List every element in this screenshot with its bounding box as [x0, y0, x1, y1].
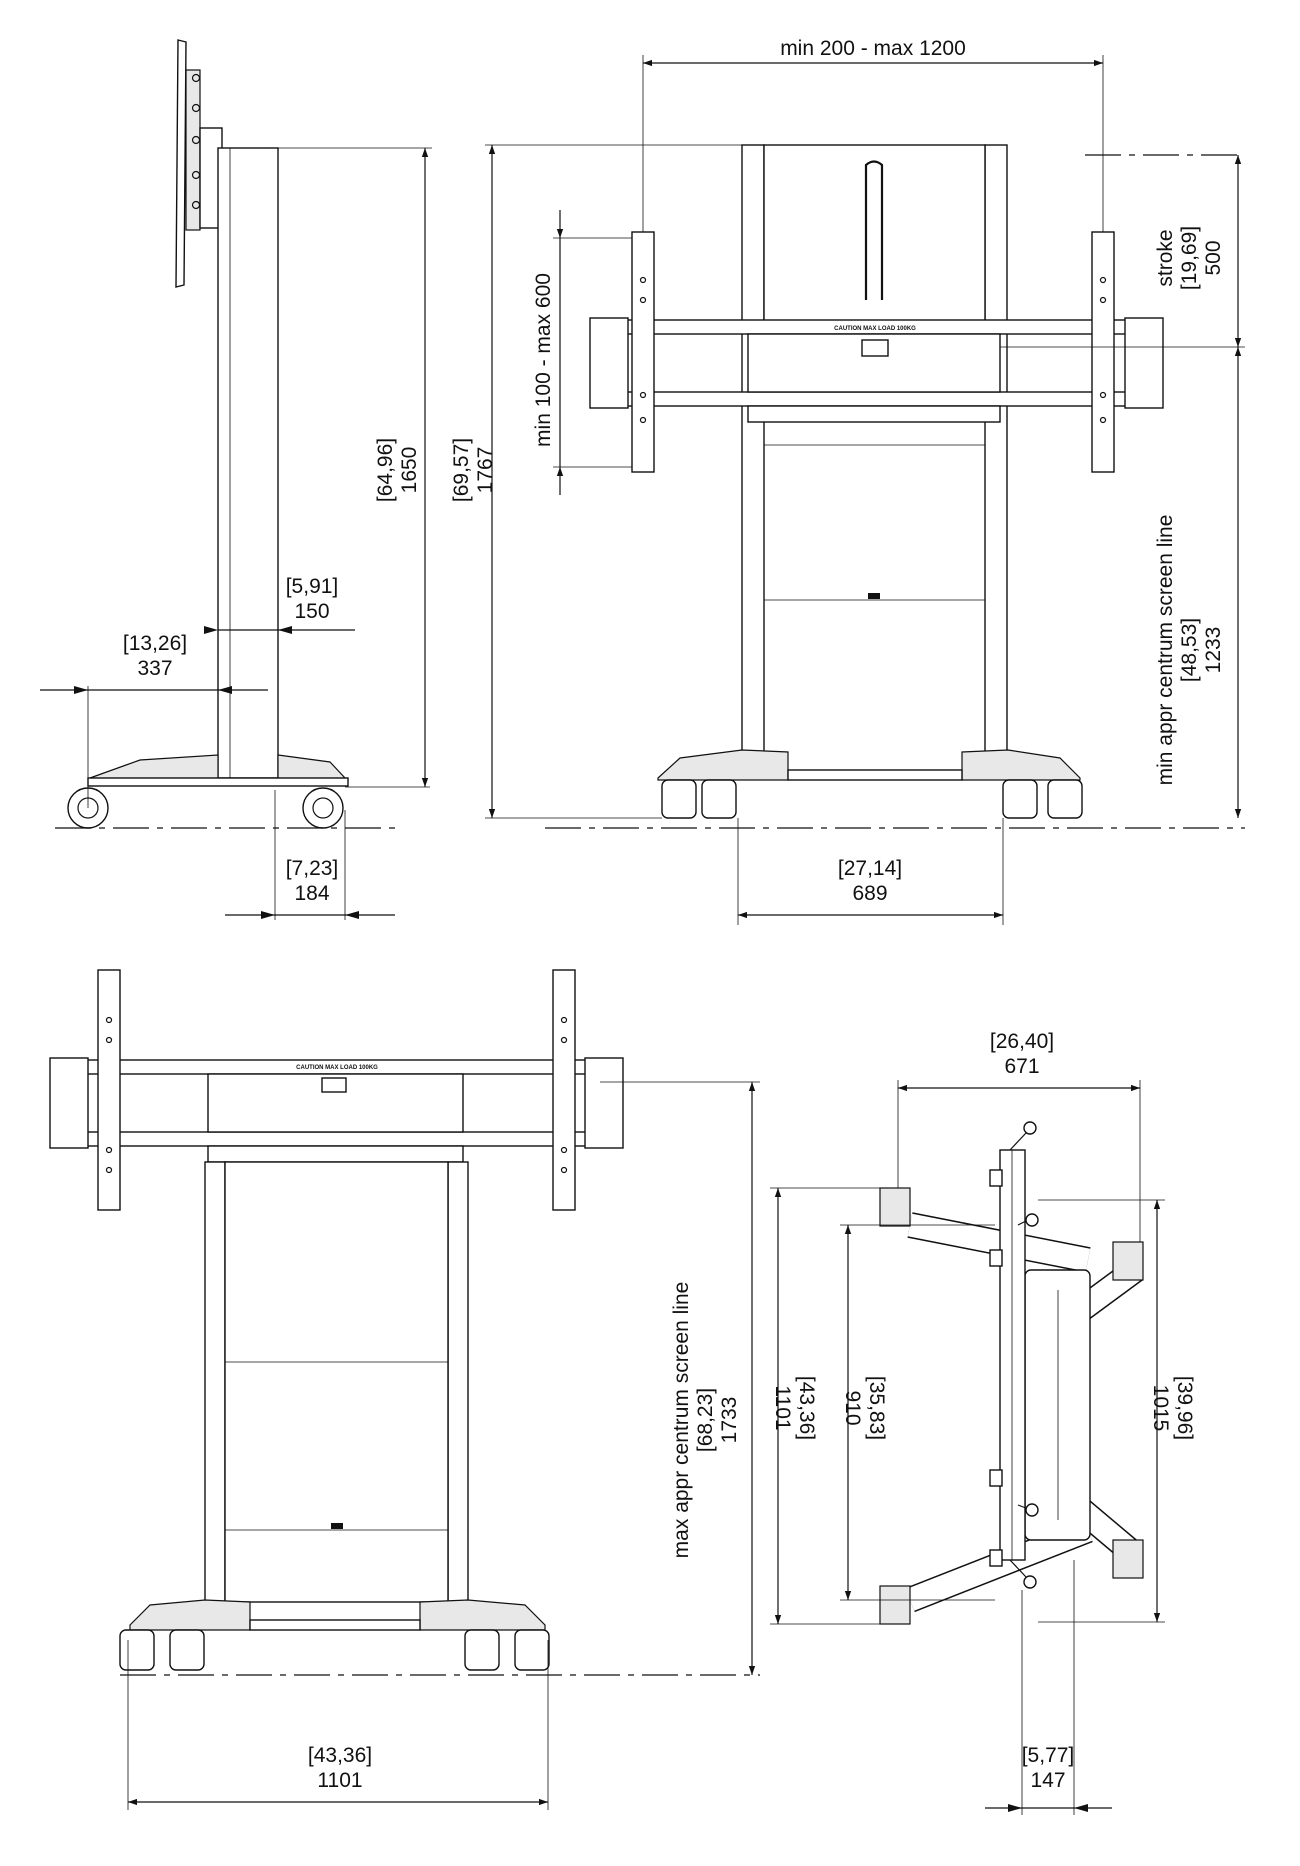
top-width-inch: [26,40] [990, 1030, 1054, 1053]
wheelbase-inch: [27,14] [838, 857, 902, 880]
max-side-block-left [49, 1057, 89, 1149]
max-wheel-1 [119, 1629, 155, 1671]
max-screen-line-label: max appr centrum screen line [670, 1282, 693, 1559]
front-wheel-2 [701, 779, 737, 819]
side-screen-panel [175, 39, 187, 288]
front-wheel-4 [1047, 779, 1083, 819]
height-range-label: min 100 - max 600 [532, 273, 555, 447]
column-height-mm: 1650 [398, 447, 421, 494]
max-wheel-4 [514, 1629, 550, 1671]
side-base-plate [87, 777, 349, 787]
base-front-mm: 337 [137, 657, 172, 680]
top-rail [999, 1149, 1026, 1561]
max-side-block-right [584, 1057, 624, 1149]
min-screen-line-label: min appr centrum screen line [1154, 515, 1177, 786]
min-screen-line-mm: 1233 [1202, 627, 1225, 674]
max-vesa-arm-right [552, 969, 576, 1211]
column-depth-inch: [5,91] [286, 575, 339, 598]
total-height-inch: [69,57] [450, 438, 473, 502]
stroke-inch: [19,69] [1178, 226, 1201, 290]
max-screen-line-inch: [68,23] [694, 1388, 717, 1452]
front-foot-left [657, 749, 789, 781]
base-front-inch: [13,26] [123, 632, 187, 655]
max-wheel-3 [464, 1629, 500, 1671]
top-offset-mm: 147 [1030, 1769, 1065, 1792]
front-foot-right [961, 749, 1081, 781]
caution-label-top: CAUTION MAX LOAD 100KG [834, 326, 916, 332]
front-bottom-rail [604, 391, 1136, 407]
side-column [217, 147, 279, 779]
top-depth1-mm: 1101 [771, 1385, 794, 1430]
top-width-mm: 671 [1004, 1055, 1039, 1078]
max-width-inch: [43,36] [308, 1744, 372, 1767]
top-depth2-mm: 910 [841, 1390, 864, 1425]
front-side-block-left [589, 317, 629, 409]
front-vesa-arm-left [631, 231, 655, 473]
max-screen-line-mm: 1733 [718, 1397, 741, 1444]
front-vesa-arm-right [1091, 231, 1115, 473]
top-column-body [1024, 1269, 1091, 1541]
max-foot-left [129, 1599, 251, 1631]
top-wheel-3 [1112, 1241, 1144, 1281]
max-bottom-rail [51, 1131, 623, 1147]
max-column-left [204, 1161, 226, 1603]
column-depth-mm: 150 [294, 600, 329, 623]
wheelbase-mm: 689 [852, 882, 887, 905]
stroke-label: stroke [1154, 229, 1177, 286]
top-wheel-2 [879, 1585, 911, 1625]
base-rear-mm: 184 [294, 882, 329, 905]
top-view: [26,40] 671 [43,36] 1101 [35,83] 910 [39… [770, 1030, 1196, 1815]
front-view-min: CAUTION MAX LOAD 100KG min 200 - max 120… [485, 37, 1245, 925]
base-rear-inch: [7,23] [286, 857, 339, 880]
max-vesa-arm-left [97, 969, 121, 1211]
total-height-mm: 1767 [474, 447, 497, 494]
top-depth1-inch: [43,36] [795, 1376, 818, 1440]
front-wheel-1 [661, 779, 697, 819]
max-width-mm: 1101 [317, 1769, 362, 1792]
top-wheel-1 [879, 1187, 911, 1227]
column-height-inch: [64,96] [374, 438, 397, 502]
caution-label-bottom: CAUTION MAX LOAD 100KG [296, 1065, 378, 1071]
max-column-right [447, 1161, 469, 1603]
top-depth3-mm: 1015 [1149, 1385, 1172, 1432]
width-range-label: min 200 - max 1200 [780, 37, 966, 60]
min-screen-line-inch: [48,53] [1178, 618, 1201, 682]
side-wheel-rear [302, 787, 344, 829]
max-wheel-2 [169, 1629, 205, 1671]
front-view-max: CAUTION MAX LOAD 100KG max appr centrum … [49, 969, 760, 1810]
front-wheel-3 [1002, 779, 1038, 819]
top-depth3-inch: [39,96] [1173, 1376, 1196, 1440]
max-foot-right [419, 1599, 546, 1631]
top-offset-inch: [5,77] [1022, 1744, 1075, 1767]
front-column-right [984, 144, 1008, 776]
top-depth2-inch: [35,83] [865, 1376, 888, 1440]
side-view: [64,96] 1650 [69,57] 1767 [5,91] 150 [13… [40, 39, 497, 920]
front-side-block-right [1124, 317, 1164, 409]
stroke-mm: 500 [1202, 240, 1225, 275]
front-column-left [741, 144, 765, 776]
top-wheel-4 [1112, 1539, 1144, 1579]
